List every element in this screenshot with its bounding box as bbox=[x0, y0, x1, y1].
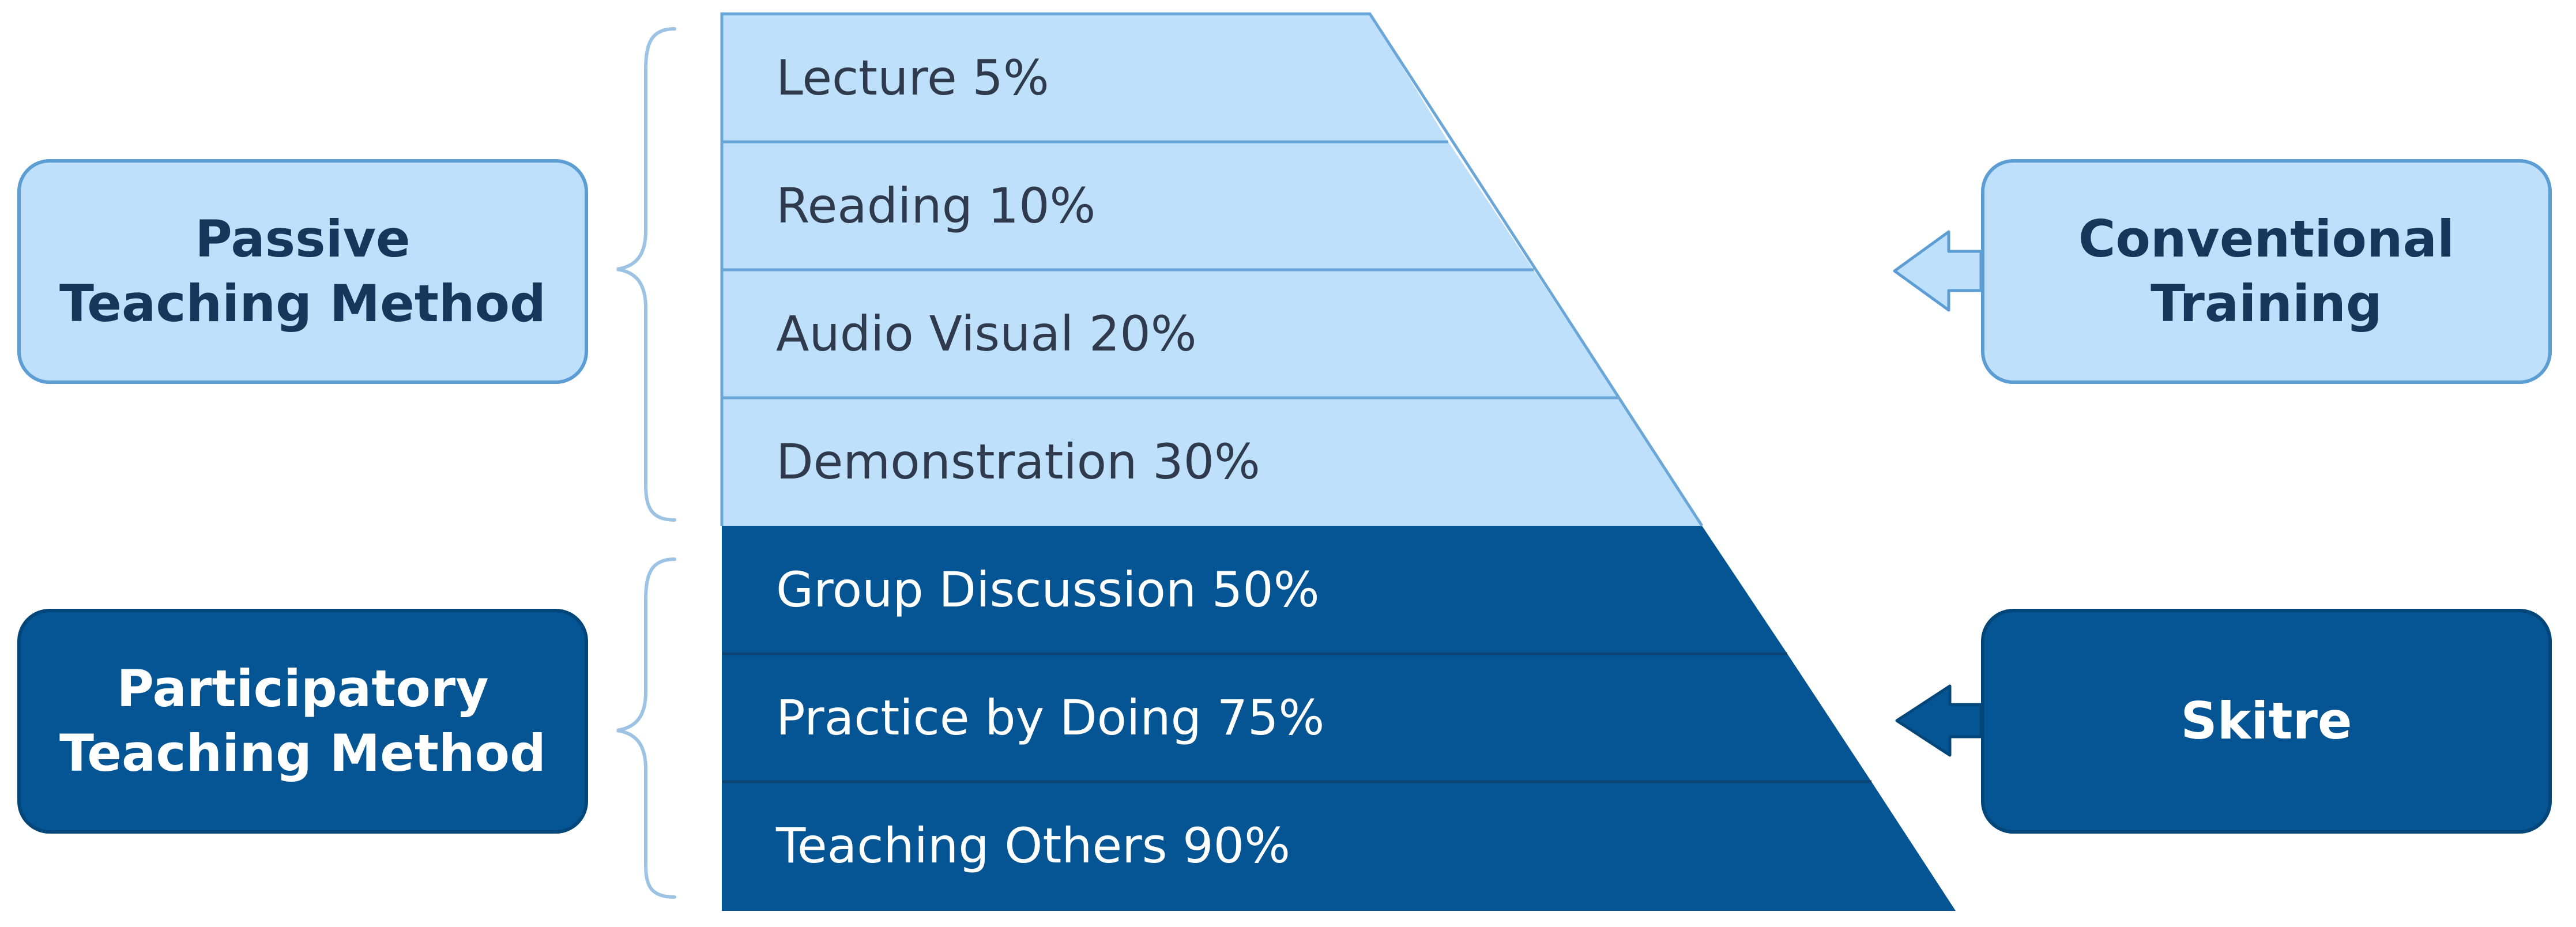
passive-teaching-method-box: Passive Teaching Method bbox=[17, 159, 588, 384]
skitre-arrow-icon bbox=[1895, 684, 1983, 757]
passive-box-line1: Passive bbox=[195, 209, 410, 269]
row-label-audio-visual: Audio Visual 20% bbox=[776, 306, 1197, 362]
row-label-group-discussion: Group Discussion 50% bbox=[776, 562, 1320, 618]
conventional-arrow-icon bbox=[1893, 230, 1983, 312]
pyramid-row-group-discussion bbox=[722, 526, 1787, 654]
pyramid-row-demonstration bbox=[722, 398, 1702, 526]
skitre-box-line1: Skitre bbox=[2180, 691, 2352, 751]
row-label-teaching-others: Teaching Others 90% bbox=[776, 817, 1290, 874]
pyramid-row-teaching-others bbox=[722, 782, 1956, 911]
pyramid-row-audio-visual bbox=[722, 270, 1618, 398]
passive-bracket-icon bbox=[616, 27, 676, 522]
row-label-lecture: Lecture 5% bbox=[776, 50, 1049, 106]
passive-box-line2: Teaching Method bbox=[59, 274, 547, 333]
pyramid-row-practice-by-doing bbox=[722, 654, 1871, 782]
row-label-reading: Reading 10% bbox=[776, 178, 1096, 234]
row-label-practice-by-doing: Practice by Doing 75% bbox=[776, 689, 1325, 746]
participatory-bracket-icon bbox=[616, 557, 676, 899]
row-label-demonstration: Demonstration 30% bbox=[776, 434, 1260, 490]
pyramid-row-lecture bbox=[722, 14, 1448, 142]
participatory-box-line2: Teaching Method bbox=[59, 723, 547, 783]
skitre-box: Skitre bbox=[1981, 609, 2552, 834]
pyramid-row-reading bbox=[722, 142, 1534, 270]
participatory-teaching-method-box: Participatory Teaching Method bbox=[17, 609, 588, 834]
participatory-box-line1: Participatory bbox=[116, 659, 489, 718]
conventional-box-line2: Training bbox=[2151, 274, 2382, 333]
conventional-box-line1: Conventional bbox=[2078, 209, 2455, 269]
conventional-training-box: Conventional Training bbox=[1981, 159, 2552, 384]
